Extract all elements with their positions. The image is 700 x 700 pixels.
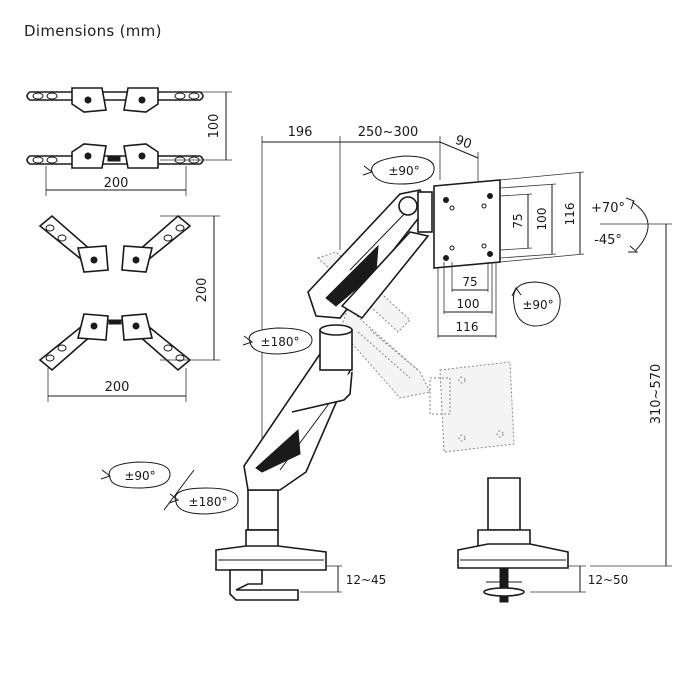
separator-slash [163, 469, 195, 511]
base-swivel-label: ±90° [124, 469, 155, 483]
height-dimension: 310~570 [590, 223, 672, 567]
vesa-vertical-75: 75 [511, 213, 525, 228]
height-range-label: 310~570 [649, 364, 664, 425]
rotation-base-swivel: ±90° [100, 461, 171, 489]
vesa-dimensions: 75 100 116 75 100 116 [437, 171, 585, 338]
reach-1-label: 196 [288, 125, 313, 140]
vesa-horizontal-100: 100 [457, 297, 480, 311]
bracket-large-width: 200 [105, 380, 130, 395]
rotation-base-rotate: ±180° [168, 487, 239, 515]
rotation-tilt: +70° -45° [591, 197, 649, 253]
base-rotate-label: ±180° [189, 495, 228, 509]
rotation-elbow: ±180° [242, 327, 313, 355]
vesa-vertical-100: 100 [535, 208, 549, 231]
bracket-small: 100 200 [26, 87, 232, 196]
reach-dimensions: 196 250~300 90 [261, 125, 479, 440]
vesa-vertical-116: 116 [563, 203, 577, 226]
bracket-small-width: 200 [104, 176, 129, 191]
depth-label: 90 [453, 133, 474, 153]
arm-raised [243, 179, 501, 531]
desk-clamp: 12~45 [215, 529, 387, 601]
rotate-label: ±90° [522, 298, 553, 312]
tilt-down-label: -45° [594, 233, 622, 248]
rotation-rotate: ±90° [511, 281, 561, 327]
rotation-top-swivel: ±90° [362, 155, 435, 185]
top-swivel-label: ±90° [388, 164, 419, 178]
reach-2-label: 250~300 [358, 125, 419, 140]
clamp-range-label: 12~45 [346, 573, 387, 587]
grommet-mount: 12~50 [457, 477, 629, 603]
grommet-range-label: 12~50 [588, 573, 629, 587]
vesa-horizontal-75: 75 [462, 275, 477, 289]
tilt-up-label: +70° [591, 201, 625, 216]
diagram-title: Dimensions (mm) [24, 22, 162, 40]
bracket-large-height: 200 [195, 278, 210, 303]
bracket-small-height: 100 [207, 114, 222, 139]
elbow-label: ±180° [261, 335, 300, 349]
vesa-horizontal-116: 116 [456, 320, 479, 334]
bracket-large: 200 200 [38, 214, 220, 402]
